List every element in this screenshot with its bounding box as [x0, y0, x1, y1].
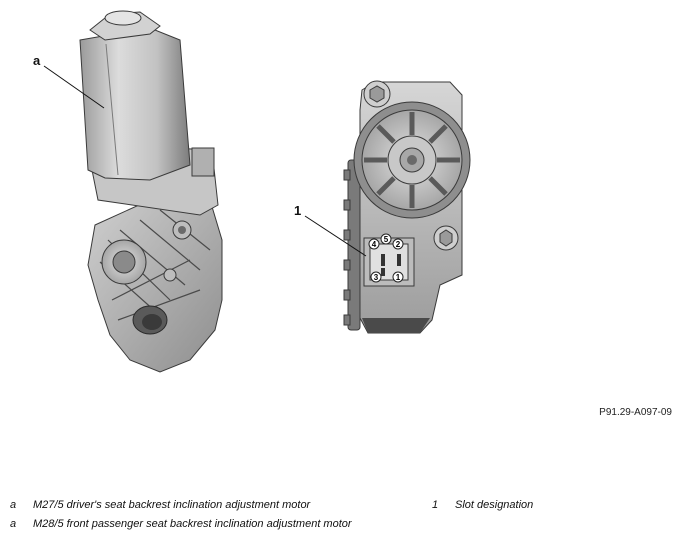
legend-text: Slot designation	[455, 499, 534, 511]
mounting-lug	[163, 268, 177, 282]
legend-key: a	[10, 499, 17, 511]
figure-reference-code: P91.29-A097-09	[599, 407, 672, 418]
callout-a: a	[33, 53, 41, 68]
legend-text: M27/5 driver's seat backrest inclination…	[33, 499, 311, 511]
pin-label-1: 1	[396, 273, 401, 282]
legend-key: 1	[432, 499, 439, 511]
motor-cylinder	[79, 27, 191, 181]
leader-line-a	[43, 65, 105, 109]
pin-badges: 4 5 2 3 1	[368, 233, 404, 283]
motor-side-view	[79, 10, 223, 373]
legend-text: M28/5 front passenger seat backrest incl…	[33, 518, 352, 530]
gear-disc	[353, 101, 471, 219]
pin-label-2: 2	[396, 240, 401, 249]
callout-1: 1	[294, 203, 302, 218]
side-fins	[343, 159, 361, 331]
pin-label-5: 5	[384, 235, 389, 244]
legend-key: a	[10, 518, 17, 530]
leader-line-1	[304, 215, 367, 257]
motor-top-view: 4 5 2 3 1	[343, 80, 471, 334]
motor-illustration: 4 5 2 3 1	[43, 10, 471, 373]
pin-label-3: 3	[374, 273, 379, 282]
pin-label-4: 4	[372, 240, 377, 249]
